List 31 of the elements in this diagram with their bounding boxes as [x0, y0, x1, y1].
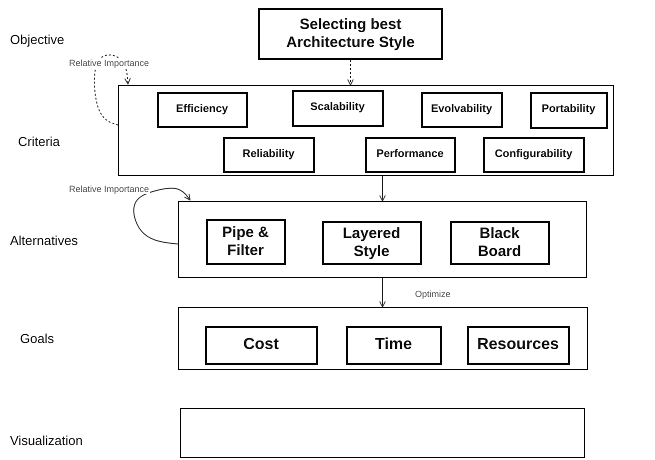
item-box: Resources — [466, 326, 570, 364]
empty-box — [180, 408, 585, 458]
arrow — [379, 176, 386, 202]
item-box: Evolvability — [420, 92, 502, 128]
item-box: Cost — [204, 326, 318, 364]
empty-box — [118, 85, 614, 176]
item-box: Portability — [530, 92, 608, 128]
loop-arrow — [133, 188, 190, 244]
edge-label: Relative Importance — [68, 184, 150, 194]
loop-arrow — [94, 54, 131, 126]
level-label: Goals — [20, 331, 54, 346]
item-box: Performance — [364, 136, 456, 172]
item-box: Reliability — [222, 136, 314, 172]
level-label: Criteria — [18, 134, 60, 149]
item-box: Layered Style — [322, 220, 422, 264]
arrow — [379, 278, 386, 308]
objective-box: Selecting best Architecture Style — [258, 8, 443, 60]
item-box: Black Board — [450, 220, 550, 264]
level-label: Objective — [10, 32, 64, 47]
item-box: Pipe & Filter — [206, 218, 286, 264]
item-box: Scalability — [292, 90, 384, 126]
level-label: Visualization — [10, 433, 83, 448]
item-box: Configurability — [482, 136, 584, 172]
item-box: Efficiency — [156, 92, 248, 128]
arrow — [347, 60, 354, 86]
level-label: Alternatives — [10, 233, 78, 248]
empty-box — [178, 307, 588, 370]
empty-box — [178, 201, 587, 278]
edge-label: Relative Importance — [68, 58, 150, 68]
item-box: Time — [346, 326, 442, 364]
edge-label: Optimize — [414, 289, 452, 299]
